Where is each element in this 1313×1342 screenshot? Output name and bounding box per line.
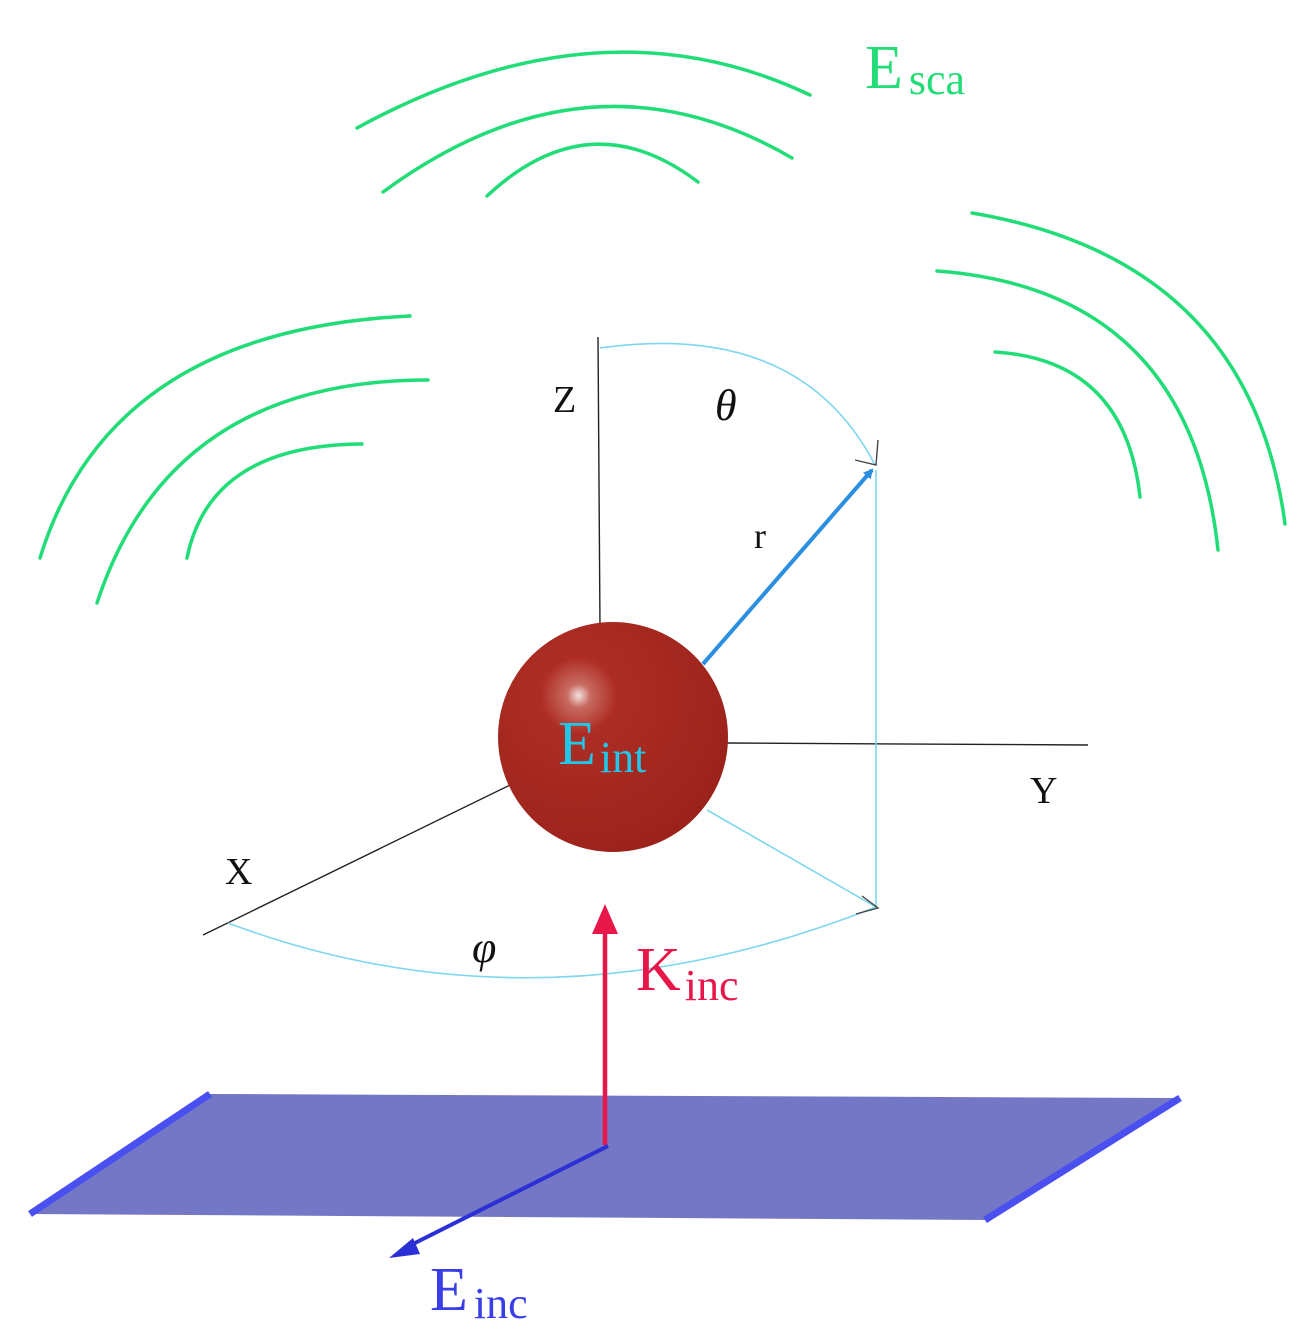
angle-construction bbox=[227, 342, 877, 979]
scattered-wavefronts bbox=[38, 50, 1287, 605]
wavefront-top-outer bbox=[355, 50, 812, 130]
theta-arc bbox=[599, 342, 876, 466]
incident-field-arrow bbox=[389, 1144, 609, 1258]
wavefront-top-middle bbox=[381, 104, 794, 194]
label-e-internal: Eint bbox=[558, 710, 646, 782]
label-axis-y: Y bbox=[1030, 770, 1057, 812]
projection-radial bbox=[706, 809, 877, 908]
wavefront-right-inner bbox=[993, 350, 1142, 499]
label-radius: r bbox=[754, 516, 766, 556]
arc-arrowheads bbox=[854, 439, 880, 915]
label-k-incident: Kinc bbox=[636, 936, 739, 1010]
wavefront-top-inner bbox=[485, 142, 700, 198]
wavefront-left-outer bbox=[38, 314, 412, 560]
wavevector-arrow bbox=[592, 904, 618, 1145]
label-axis-z: Z bbox=[553, 379, 576, 421]
incident-plane bbox=[28, 1091, 1182, 1223]
wavefront-right-outer bbox=[970, 211, 1287, 526]
label-axis-x: X bbox=[225, 851, 252, 893]
scatterer-sphere bbox=[498, 622, 728, 852]
wavefront-right-middle bbox=[935, 269, 1220, 552]
y-axis bbox=[726, 742, 1089, 746]
x-axis bbox=[202, 784, 511, 936]
coordinate-axes bbox=[202, 336, 1089, 936]
wavefront-left-middle bbox=[95, 378, 430, 605]
label-theta: θ bbox=[715, 381, 737, 430]
z-axis bbox=[597, 336, 601, 629]
wavefront-left-inner bbox=[185, 442, 364, 560]
radius-vector bbox=[701, 468, 874, 666]
phi-arc bbox=[227, 906, 877, 979]
label-phi: φ bbox=[472, 923, 496, 972]
